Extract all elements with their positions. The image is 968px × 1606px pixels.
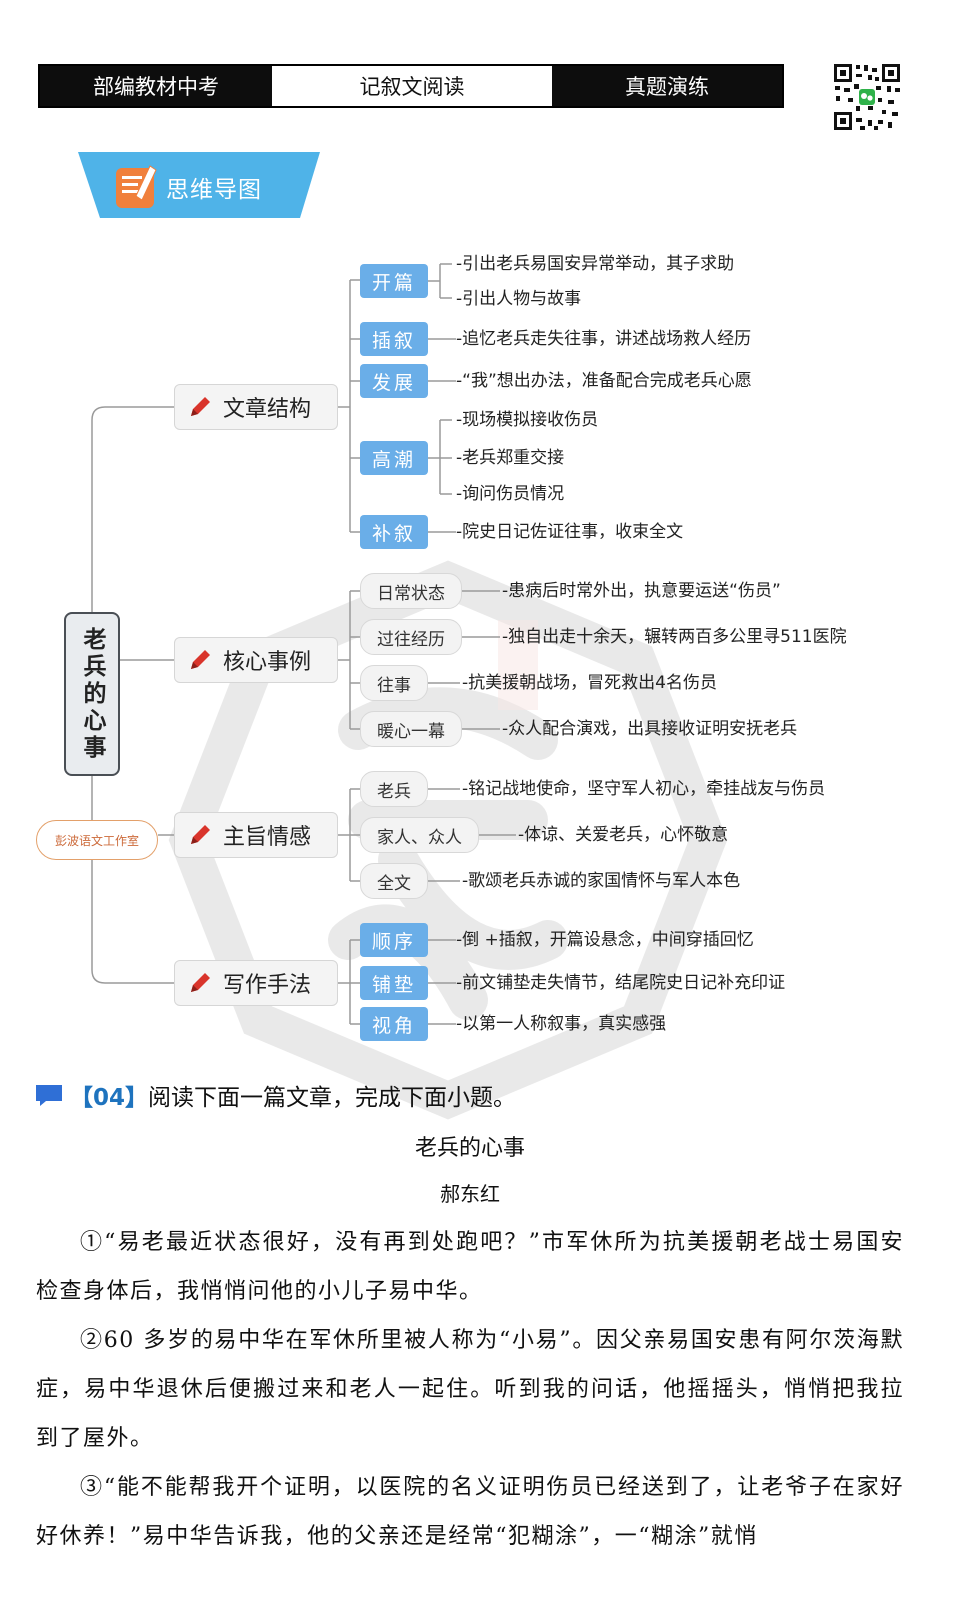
category-technique: 写作手法: [174, 960, 338, 1006]
mindmap-banner: [78, 152, 320, 218]
leaf-foreshadow: -前文铺垫走失情节，结尾院史日记补充印证: [456, 973, 786, 993]
leaf-climax-3: -询问伤员情况: [456, 484, 565, 504]
flag-icon: [36, 1085, 62, 1106]
category-structure: 文章结构: [174, 384, 338, 430]
category-theme-title: 主旨情感: [223, 825, 312, 850]
node-order: 顺序: [360, 923, 428, 957]
node-perspective: 视角: [360, 1007, 428, 1041]
article-title: 老兵的心事: [414, 1136, 525, 1161]
article-author: 郝东红: [440, 1182, 500, 1206]
node-flashback: 插叙: [360, 322, 428, 356]
leaf-warm-moment: -众人配合演戏，出具接收证明安抚老兵: [502, 719, 798, 739]
header-middle: 记叙文阅读: [272, 66, 552, 106]
article-paragraph-1: ①“易老最近状态很好，没有再到处跑吧？”市军休所为抗美援朝老战士易国安检查身体后…: [36, 1230, 904, 1304]
header-left: 部编教材中考: [40, 66, 272, 106]
mindmap-root: 老兵的心事: [64, 612, 120, 776]
studio-badge: 彭波语文工作室: [36, 820, 158, 860]
banner-title: 思维导图: [166, 177, 262, 203]
article-paragraph-3: ③“能不能帮我开个证明，以医院的名义证明伤员已经送到了，让老爷子在家好好休养！”…: [36, 1475, 904, 1549]
node-family: 家人、众人: [360, 817, 479, 853]
node-whole-text: 全文: [360, 863, 428, 899]
node-daily-state: 日常状态: [360, 573, 462, 609]
qr-code-icon: [832, 62, 902, 132]
pen-icon: [191, 650, 210, 669]
node-climax: 高潮: [360, 441, 428, 475]
leaf-past-experience: -独自出走十余天，辗转两百多公里寻511医院: [502, 627, 847, 647]
header-right: 真题演练: [552, 66, 782, 106]
leaf-development-1: -“我”想出办法，准备配合完成老兵心愿: [456, 371, 752, 391]
question-prompt: 阅读下面一篇文章，完成下面小题。: [148, 1085, 517, 1111]
category-technique-title: 写作手法: [223, 973, 312, 998]
leaf-climax-2: -老兵郑重交接: [456, 448, 565, 468]
category-structure-title: 文章结构: [223, 397, 312, 422]
node-veteran: 老兵: [360, 771, 428, 807]
category-examples: 核心事例: [174, 637, 338, 683]
leaf-order: -倒 +插叙，开篇设悬念，中间穿插回忆: [456, 930, 754, 950]
leaf-veteran: -铭记战地使命，坚守军人初心，牵挂战友与伤员: [462, 779, 826, 799]
leaf-old-events: -抗美援朝战场，冒死救出4名伤员: [462, 673, 717, 693]
category-theme: 主旨情感: [174, 812, 338, 858]
pen-icon: [191, 973, 210, 992]
leaf-daily-state: -患病后时常外出，执意要运送“伤员”: [502, 581, 781, 601]
node-opening: 开篇: [360, 264, 428, 298]
leaf-supplement-1: -院史日记佐证往事，收束全文: [456, 522, 684, 542]
leaf-opening-1: -引出老兵易国安异常举动，其子求助: [456, 254, 735, 274]
node-warm-moment: 暖心一幕: [360, 711, 462, 747]
node-past-experience: 过往经历: [360, 619, 462, 655]
leaf-family: -体谅、关爱老兵，心怀敬意: [518, 825, 729, 845]
pen-icon: [191, 397, 210, 416]
node-supplement: 补叙: [360, 515, 428, 549]
header-bar: 部编教材中考 记叙文阅读 真题演练: [38, 64, 784, 108]
leaf-flashback-1: -追忆老兵走失往事，讲述战场救人经历: [456, 329, 752, 349]
leaf-climax-1: -现场模拟接收伤员: [456, 410, 599, 430]
node-old-events: 往事: [360, 665, 428, 701]
node-foreshadow: 铺垫: [360, 966, 428, 1000]
leaf-opening-2: -引出人物与故事: [456, 289, 582, 309]
pen-icon: [191, 825, 210, 844]
question-number: 【04】: [70, 1085, 149, 1111]
question-heading: 【04】 阅读下面一篇文章，完成下面小题。: [34, 1078, 516, 1112]
category-examples-title: 核心事例: [223, 650, 312, 675]
node-development: 发展: [360, 364, 428, 398]
leaf-perspective: -以第一人称叙事，真实感强: [456, 1014, 667, 1034]
leaf-whole-text: -歌颂老兵赤诚的家国情怀与军人本色: [462, 871, 741, 891]
article-paragraph-2: ②60 多岁的易中华在军休所里被人称为“小易”。因父亲易国安患有阿尔茨海默症，易…: [36, 1328, 904, 1451]
